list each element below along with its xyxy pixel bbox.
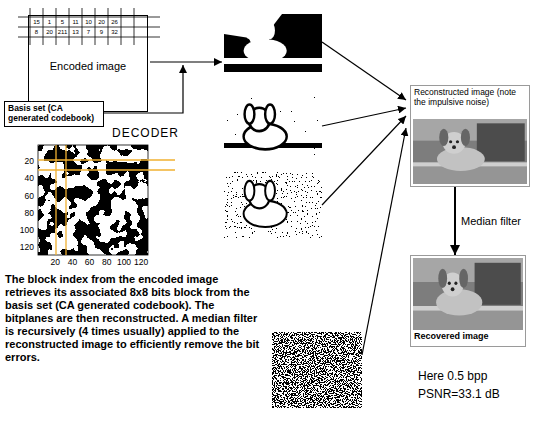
grid-line [134,8,135,45]
block-index: 9 [100,29,103,36]
grid-line [18,17,160,18]
code-grid [18,8,160,45]
axis-tick: 40 [25,175,34,185]
explanation-note: The block index from the encoded image r… [5,273,263,364]
flow-arrow [150,61,222,62]
axis-tick: 80 [25,209,34,219]
selection-line [38,159,175,160]
grid-line [30,8,31,45]
node-label: Basis set (CA generated codebook) [8,104,100,124]
flow-arrow [322,42,406,100]
block-index: 20 [46,29,53,36]
reconstructed-image-panel: Reconstructed image (note the impulsive … [410,85,530,187]
flow-arrow [322,108,406,126]
bitplane-3 [224,172,322,238]
selection-line [55,145,56,255]
codebook-image [38,145,175,255]
block-index: 13 [72,29,79,36]
block-index: 15 [33,19,40,26]
selection-lines [38,145,175,255]
photo [413,119,527,184]
block-index: 10 [85,19,92,26]
block-index: 1 [48,19,51,26]
axis-tick: 100 [117,258,131,268]
block-index: 20 [98,19,105,26]
bitplane-2 [224,96,322,160]
node-label: Reconstructed image (note the impulsive … [414,88,526,108]
impulsive-noise [413,119,527,184]
block-index: 5 [61,19,64,26]
selection-line [65,145,66,255]
axis-tick: 20 [50,258,59,268]
reconstructed-photo [413,119,527,184]
block-index: 211 [58,29,68,36]
block-index: 32 [111,29,118,36]
axis-tick: 60 [85,258,94,268]
axis-tick: 120 [20,243,34,253]
axis-tick: 20 [25,157,34,167]
grid-line [18,37,160,38]
axis-tick: 80 [102,258,111,268]
bitplane-4 [272,332,362,408]
dog-outline [244,181,287,227]
flow-connector [454,187,456,255]
edge-label: Median filter [461,215,521,228]
block-index: 8 [35,29,38,36]
rate-note: Here 0.5 bpp [418,370,487,384]
grid-line [95,8,96,45]
block-index: 26 [111,19,118,26]
axis-tick: 120 [134,258,148,268]
bitplane-noise [224,96,322,160]
dog-silhouette [244,22,287,63]
node-label: Encoded image [33,60,143,73]
grid-line [82,8,83,45]
block-index: 7 [87,29,90,36]
grid-line [69,8,70,45]
bitplane-ground [224,96,322,160]
bitplane-ground [224,14,322,72]
codebook-frame [38,145,148,255]
grid-line [18,27,160,28]
flow-arrow [362,128,406,355]
codebook-pattern [38,145,148,255]
codebook-label-box: Basis set (CA generated codebook) [4,101,104,127]
grid-line [108,8,109,45]
bitplane-noise [224,172,322,238]
selection-line [38,169,175,170]
axis-tick: 100 [20,226,34,236]
psnr-note: PSNR=33.1 dB [418,388,500,402]
axis-tick: 40 [68,258,77,268]
dog-outline [244,105,287,150]
recovered-photo [413,258,523,330]
photo [413,258,523,330]
grid-line [56,8,57,45]
decoder-title: DECODER [112,127,179,141]
bitplane-noise [272,332,362,408]
flow-arrow [104,65,183,113]
bitplane-ground [224,172,322,238]
axis-tick: 60 [25,192,34,202]
block-index: 11 [72,19,78,26]
node-label: Recovered image [414,331,522,341]
bitplane-1 [224,14,322,72]
grid-line [121,8,122,45]
recovered-image-panel: Recovered image [410,255,526,347]
grid-line [43,8,44,45]
